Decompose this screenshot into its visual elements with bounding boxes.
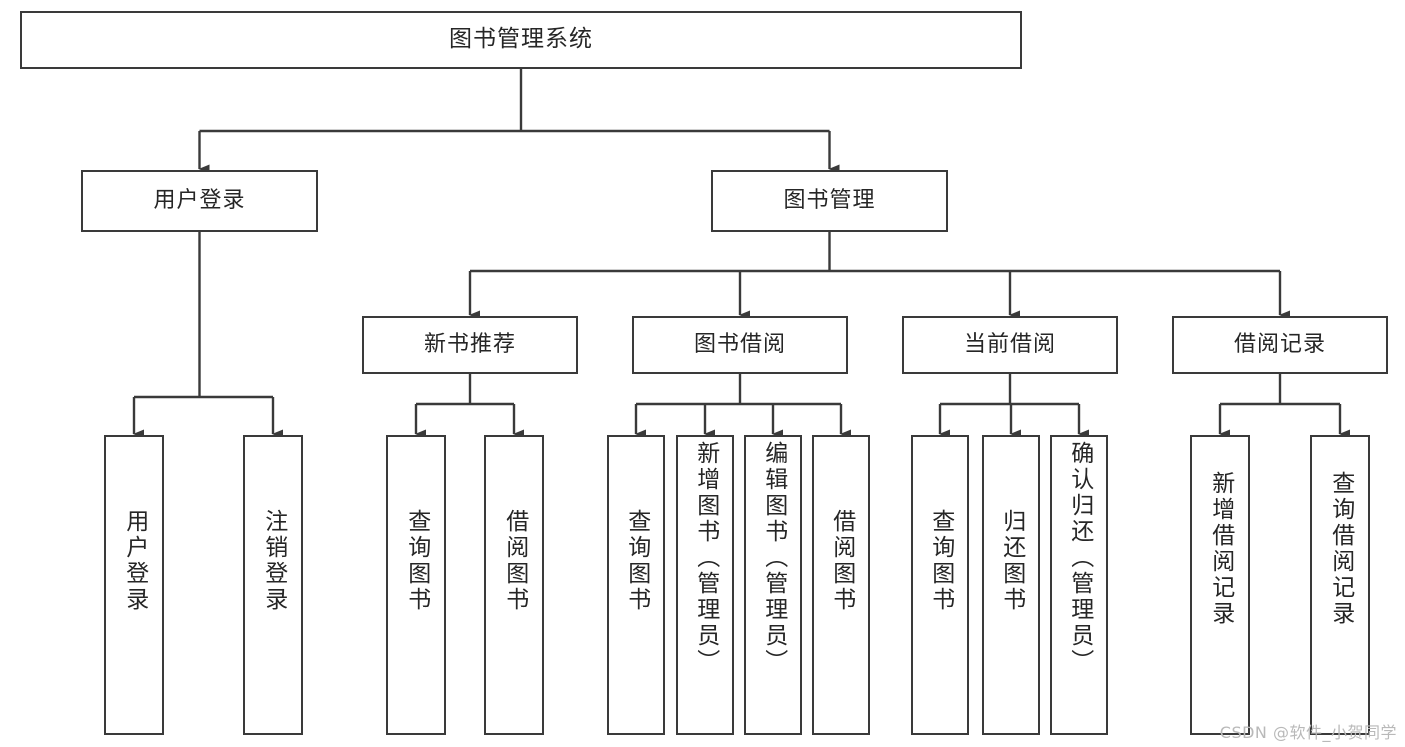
node-new-book-recommend[interactable]: 新书推荐 [362, 316, 578, 374]
node-root[interactable]: 图书管理系统 [20, 11, 1022, 69]
node-user-login[interactable]: 用户登录 [81, 170, 318, 232]
node-label: 图书借阅 [693, 332, 786, 358]
node-label: 借阅图书 [828, 509, 855, 613]
leaf-query-book-borrow[interactable]: 查询图书 [607, 435, 665, 735]
node-book-borrow[interactable]: 图书借阅 [632, 316, 848, 374]
leaf-query-borrow-record[interactable]: 查询借阅记录 [1310, 435, 1370, 735]
node-label: 查询图书 [927, 509, 954, 613]
leaf-user-login[interactable]: 用户登录 [104, 435, 164, 735]
node-label: 查询借阅记录 [1327, 471, 1354, 627]
node-label: 归还图书 [998, 509, 1025, 613]
leaf-return-book[interactable]: 归还图书 [982, 435, 1040, 735]
csdn-watermark: CSDN @软件_小贺同学 [1219, 723, 1397, 742]
node-label: 用户登录 [153, 188, 246, 214]
node-label: 当前借阅 [963, 332, 1056, 358]
node-label: 新增图书（管理员） [692, 441, 719, 675]
leaf-query-book-current[interactable]: 查询图书 [911, 435, 969, 735]
leaf-edit-book-admin[interactable]: 编辑图书（管理员） [744, 435, 802, 735]
node-label: 图书管理 [783, 188, 876, 214]
node-book-management[interactable]: 图书管理 [711, 170, 948, 232]
node-label: 图书管理系统 [449, 26, 593, 53]
leaf-confirm-return-admin[interactable]: 确认归还（管理员） [1050, 435, 1108, 735]
leaf-borrow-book-rec[interactable]: 借阅图书 [484, 435, 544, 735]
leaf-add-book-admin[interactable]: 新增图书（管理员） [676, 435, 734, 735]
node-label: 编辑图书（管理员） [760, 441, 787, 675]
node-label: 用户登录 [121, 509, 148, 613]
node-label: 借阅记录 [1233, 332, 1326, 358]
node-label: 新增借阅记录 [1207, 471, 1234, 627]
node-label: 查询图书 [403, 509, 430, 613]
leaf-add-borrow-record[interactable]: 新增借阅记录 [1190, 435, 1250, 735]
node-borrow-record[interactable]: 借阅记录 [1172, 316, 1388, 374]
leaf-borrow-book[interactable]: 借阅图书 [812, 435, 870, 735]
node-label: 借阅图书 [501, 509, 528, 613]
node-label: 查询图书 [623, 509, 650, 613]
node-current-borrow[interactable]: 当前借阅 [902, 316, 1118, 374]
node-label: 确认归还（管理员） [1066, 441, 1093, 675]
node-label: 新书推荐 [423, 332, 516, 358]
leaf-query-book-rec[interactable]: 查询图书 [386, 435, 446, 735]
leaf-logout-login[interactable]: 注销登录 [243, 435, 303, 735]
node-label: 注销登录 [260, 509, 287, 613]
